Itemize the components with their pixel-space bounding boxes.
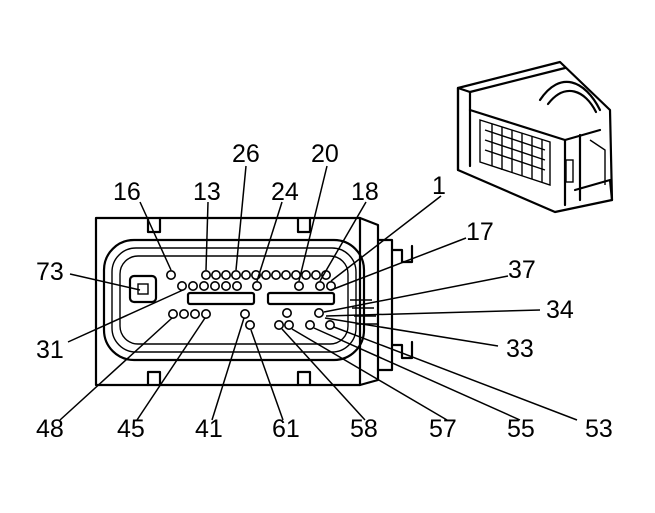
leader-lines bbox=[59, 165, 578, 421]
label-17: 17 bbox=[466, 218, 494, 246]
label-20: 20 bbox=[311, 140, 339, 168]
label-18: 18 bbox=[351, 178, 379, 206]
pin-labels: 16 13 26 24 20 18 1 17 37 34 33 73 31 48… bbox=[36, 140, 613, 443]
label-34: 34 bbox=[546, 296, 574, 324]
label-13: 13 bbox=[193, 178, 221, 206]
label-24: 24 bbox=[271, 178, 299, 206]
label-16: 16 bbox=[113, 178, 141, 206]
label-37: 37 bbox=[508, 256, 536, 284]
label-48: 48 bbox=[36, 415, 64, 443]
label-57: 57 bbox=[429, 415, 457, 443]
label-61: 61 bbox=[272, 415, 300, 443]
connector-face-view bbox=[94, 216, 414, 387]
label-53: 53 bbox=[585, 415, 613, 443]
label-31: 31 bbox=[36, 336, 64, 364]
pin-cavities bbox=[166, 269, 336, 330]
label-45: 45 bbox=[117, 415, 145, 443]
label-73: 73 bbox=[36, 258, 64, 286]
label-55: 55 bbox=[507, 415, 535, 443]
label-33: 33 bbox=[506, 335, 534, 363]
connector-isometric-view bbox=[456, 60, 614, 214]
label-58: 58 bbox=[350, 415, 378, 443]
label-41: 41 bbox=[195, 415, 223, 443]
label-1: 1 bbox=[432, 172, 446, 200]
label-26: 26 bbox=[232, 140, 260, 168]
